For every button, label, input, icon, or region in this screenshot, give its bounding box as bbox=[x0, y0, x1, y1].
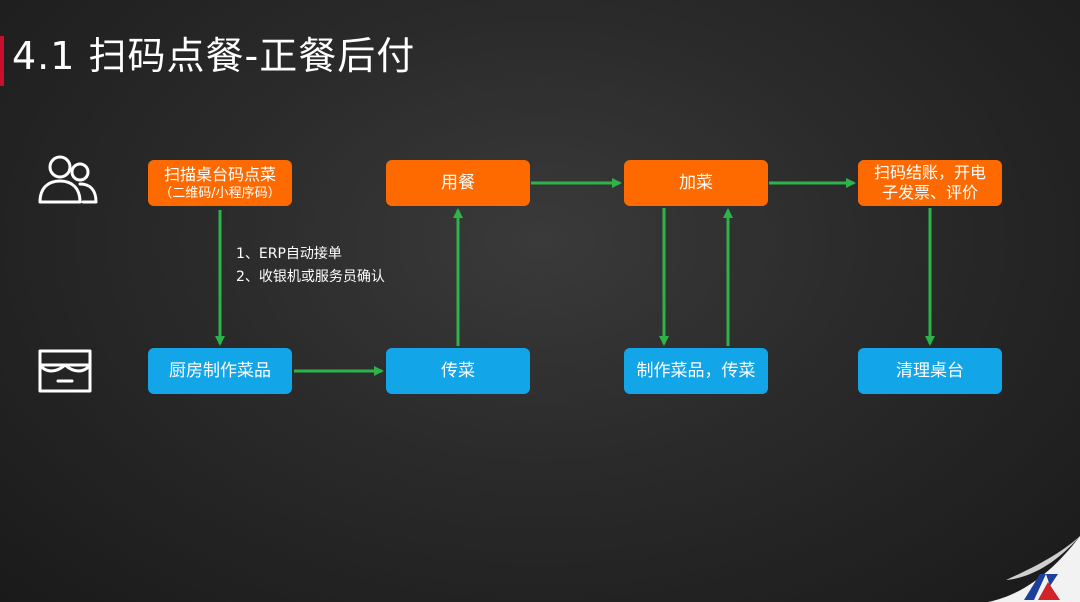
node-scan-checkout: 扫码结账，开电子发票、评价 bbox=[858, 160, 1002, 206]
node-add-dish-label: 加菜 bbox=[679, 172, 713, 193]
note-erp-auto-accept: 1、ERP自动接单 bbox=[236, 246, 342, 262]
node-clear-table-label: 清理桌台 bbox=[896, 360, 964, 381]
node-serve-dish: 传菜 bbox=[386, 348, 530, 394]
title-accent-bar bbox=[0, 36, 4, 86]
node-kitchen-cooking-label: 厨房制作菜品 bbox=[169, 360, 271, 381]
page-curl-corner bbox=[988, 536, 1080, 602]
node-dining-label: 用餐 bbox=[441, 172, 475, 193]
brand-logo-icon bbox=[1024, 574, 1060, 600]
node-scan-checkout-label: 扫码结账，开电子发票、评价 bbox=[873, 163, 986, 202]
users-icon bbox=[38, 155, 98, 204]
node-make-and-serve-label: 制作菜品，传菜 bbox=[636, 360, 756, 381]
node-add-dish: 加菜 bbox=[624, 160, 768, 206]
store-icon bbox=[38, 349, 92, 393]
note-cashier-confirm: 2、收银机或服务员确认 bbox=[236, 269, 385, 285]
node-kitchen-cooking: 厨房制作菜品 bbox=[148, 348, 292, 394]
node-scan-table-code-order: 扫描桌台码点菜 （二维码/小程序码） bbox=[148, 160, 292, 206]
node-scan-table-code-order-sublabel: （二维码/小程序码） bbox=[159, 185, 281, 201]
page-title: 4.1 扫码点餐-正餐后付 bbox=[12, 34, 416, 78]
node-make-and-serve: 制作菜品，传菜 bbox=[624, 348, 768, 394]
node-serve-dish-label: 传菜 bbox=[441, 360, 475, 381]
node-scan-table-code-order-label: 扫描桌台码点菜 bbox=[163, 164, 276, 184]
node-clear-table: 清理桌台 bbox=[858, 348, 1002, 394]
node-dining: 用餐 bbox=[386, 160, 530, 206]
